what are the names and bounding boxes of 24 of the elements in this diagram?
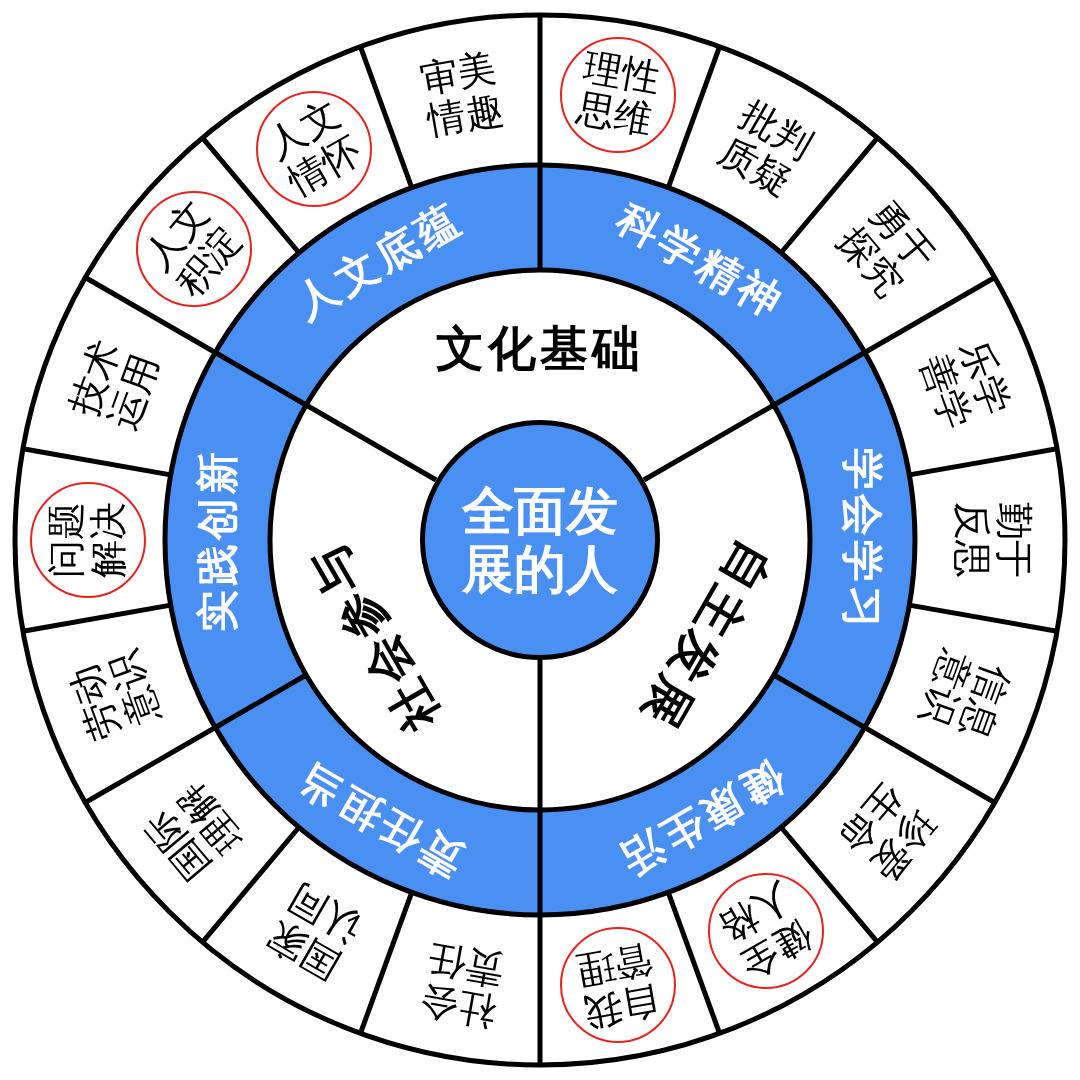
sector-label: 学会学习 xyxy=(838,448,886,632)
sector-label: 勤于反思 xyxy=(950,501,1034,579)
sector-label: 社会责任 xyxy=(415,937,508,1034)
sector-label: 人文情怀 xyxy=(258,92,369,204)
sector-label: 技术运用 xyxy=(62,334,168,437)
sector-label: 乐学善学 xyxy=(912,334,1018,437)
sector-label: 勇于探究 xyxy=(829,192,944,307)
sector-label: 劳动意识 xyxy=(62,643,168,746)
sector-label: 文化基础 xyxy=(436,321,644,375)
sector-label: 批判质疑 xyxy=(711,92,821,205)
sector-label: 自主发展 xyxy=(631,532,782,740)
sector-label: 国家认同 xyxy=(259,875,369,988)
sector-label: 健全人格 xyxy=(710,875,821,987)
sector-label: 自我管理 xyxy=(572,936,664,1033)
sector-label: 珍爱生命 xyxy=(829,773,944,888)
sector-label: 信息意识 xyxy=(912,643,1018,746)
sector-label: 审美情趣 xyxy=(415,46,508,143)
center-label: 全面发展的人 xyxy=(460,481,619,599)
sector-label: 问题解决 xyxy=(45,500,130,579)
sector-label: 社会参与 xyxy=(298,532,449,740)
sector-label: 理性思维 xyxy=(572,46,664,143)
sector-label: 人文积淀 xyxy=(136,192,251,306)
sector-label: 实践创新 xyxy=(194,448,242,632)
sector-label: 国际理解 xyxy=(136,773,251,888)
